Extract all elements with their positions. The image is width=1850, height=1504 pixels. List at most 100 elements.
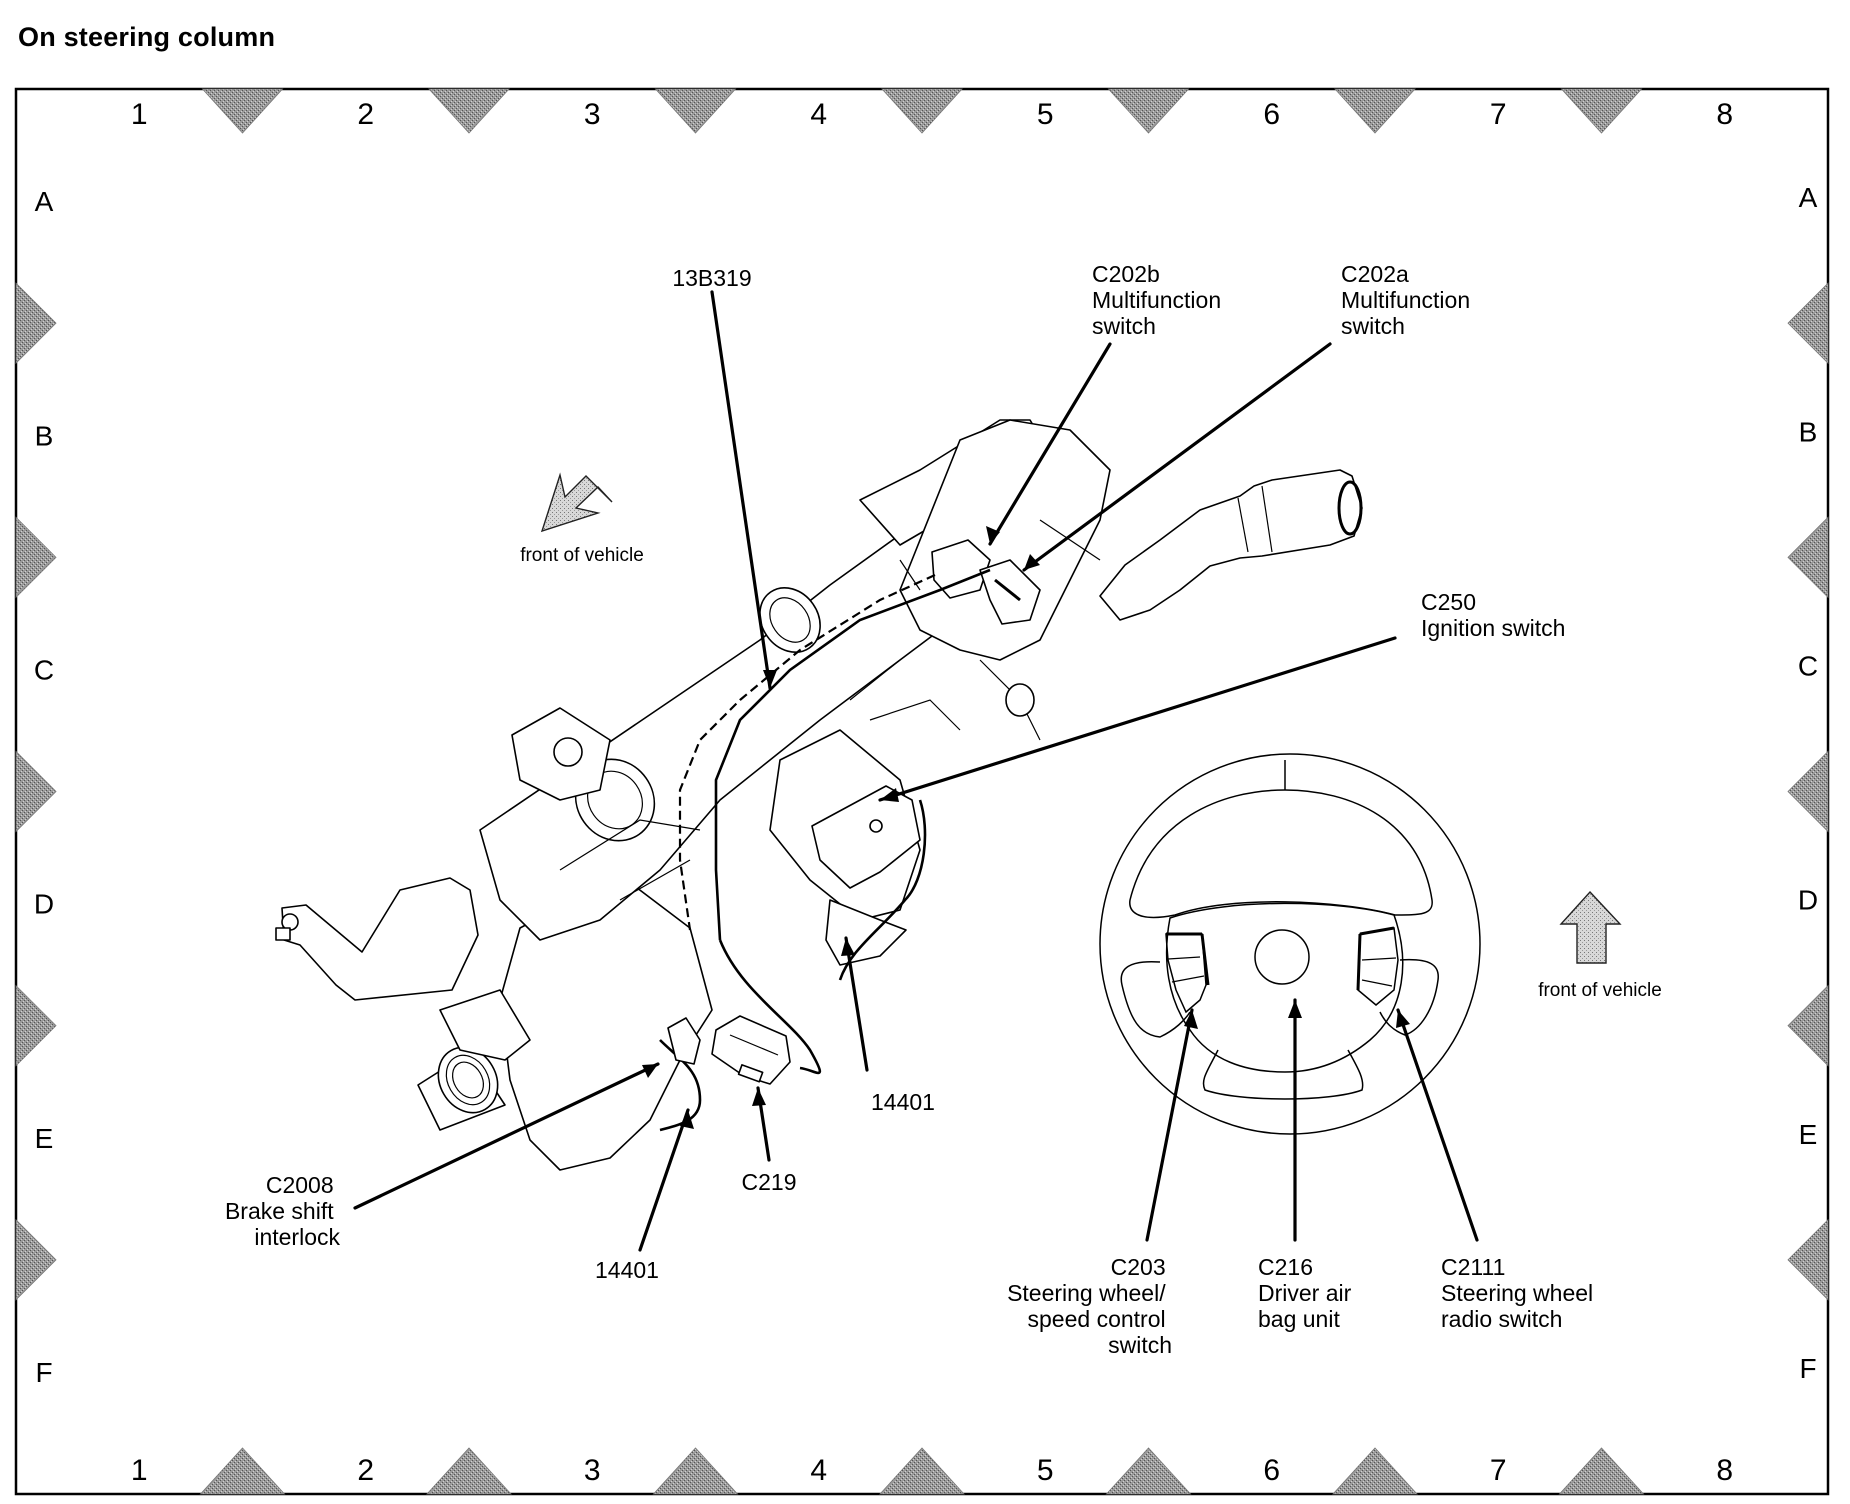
grid-marker-top — [1560, 88, 1643, 134]
grid-marker-bottom — [1558, 1447, 1645, 1495]
callout-c2008: C2008 Brake shift interlock — [225, 1172, 341, 1250]
grid-marker-bottom — [1105, 1447, 1192, 1495]
page-title: On steering column — [18, 22, 276, 52]
grid-marker-top — [428, 88, 510, 134]
lower-column-housing — [499, 874, 713, 1171]
arrowhead-c250 — [880, 788, 899, 802]
grid-column-label-bottom: 2 — [357, 1454, 374, 1487]
grid-row-label-left: D — [34, 889, 54, 920]
grid-row-label-left: F — [35, 1357, 52, 1388]
grid-marker-bottom — [426, 1447, 512, 1495]
callout-c2111: C2111 Steering wheel radio switch — [1441, 1254, 1600, 1332]
grid-marker-bottom — [1332, 1447, 1418, 1495]
gear-plate — [439, 989, 531, 1061]
leader-c250 — [878, 636, 1397, 802]
grid-column-label-top: 7 — [1490, 98, 1507, 131]
grid-row-label-right: A — [1799, 182, 1818, 213]
grid-row-label-right: E — [1799, 1119, 1818, 1150]
arrow-down-left-icon — [540, 472, 613, 533]
callout-c216: C216 Driver air bag unit — [1258, 1254, 1358, 1332]
grid-marker-bottom — [879, 1447, 965, 1495]
connector-c219 — [711, 1015, 791, 1085]
grid-column-label-top: 2 — [357, 98, 374, 131]
grid-column-label-top: 4 — [810, 98, 827, 131]
grid-marker-right — [1787, 984, 1829, 1067]
left-spoke-opening — [1120, 960, 1191, 1038]
grid-column-label-bottom: 1 — [131, 1454, 148, 1487]
steering-column-illustration — [275, 419, 1363, 1171]
multifunction-housing — [899, 419, 1111, 661]
grid-column-label-bottom: 3 — [584, 1454, 601, 1487]
multifunction-lever — [1099, 469, 1363, 621]
arrowhead-c202a — [1024, 554, 1040, 570]
grid-marker-right — [1787, 516, 1829, 599]
leader-14401-right — [844, 936, 869, 1072]
grid-row-label-right: F — [1799, 1353, 1816, 1384]
wheel-rim-outer — [1099, 753, 1481, 1135]
wheel-hub — [1165, 902, 1404, 1073]
pedal-bracket — [281, 877, 479, 1001]
grid-marker-top — [654, 88, 737, 134]
grid-marker-bottom — [199, 1447, 286, 1495]
harness-sheath — [714, 568, 991, 941]
leader-c203 — [1145, 1008, 1194, 1242]
arrow-up-icon — [1559, 890, 1622, 964]
callout-c250: C250 Ignition switch — [1421, 589, 1565, 641]
callout-14401-right: 14401 — [871, 1089, 935, 1115]
connector-c2008 — [667, 1017, 701, 1065]
callout-labels: 13B319 C202b Multifunction switch C202a … — [225, 261, 1600, 1358]
callout-14401-left: 14401 — [595, 1257, 659, 1283]
grid-column-label-top: 6 — [1263, 98, 1280, 131]
front-of-vehicle-label-left: front of vehicle — [520, 545, 644, 566]
callout-c202a: C202a Multifunction switch — [1341, 261, 1477, 339]
callout-c203: C203 Steering wheel/ speed control switc… — [1007, 1254, 1172, 1358]
grid-marker-left — [15, 1218, 57, 1301]
grid-column-label-top: 5 — [1037, 98, 1054, 131]
grid-row-label-left: A — [35, 186, 54, 217]
grid-marker-top — [881, 88, 963, 134]
grid-marker-right — [1787, 282, 1829, 365]
radio-switch-pack — [1357, 927, 1399, 1006]
grid-row-label-left: E — [35, 1123, 54, 1154]
leader-c2008 — [353, 1062, 660, 1210]
lever-end-cap — [1337, 480, 1363, 536]
grid-column-label-bottom: 7 — [1490, 1454, 1507, 1487]
leader-lines — [353, 290, 1479, 1252]
grid-marker-top — [201, 88, 284, 134]
arrowhead-c219 — [752, 1088, 766, 1106]
grid-row-label-right: D — [1798, 885, 1818, 916]
arrowhead-c202b — [986, 526, 1000, 544]
leader-c202b — [988, 342, 1112, 546]
grid-column-label-top: 8 — [1716, 98, 1733, 131]
grid-marker-left — [15, 282, 57, 365]
bottom-spoke-opening — [1202, 1049, 1364, 1100]
arrowhead-13b319 — [763, 670, 777, 688]
front-of-vehicle-label-right: front of vehicle — [1538, 980, 1662, 1001]
grid-column-label-top: 1 — [131, 98, 148, 131]
grid-markers — [15, 88, 1829, 1495]
arrowhead-c203 — [1184, 1010, 1198, 1029]
arrowhead-c2111 — [1396, 1010, 1410, 1028]
wiring-harness-14401 — [718, 939, 822, 1075]
arrowhead-c216 — [1288, 1000, 1302, 1018]
leader-c202a — [1022, 342, 1332, 572]
grid-column-label-bottom: 8 — [1716, 1454, 1733, 1487]
column-collar — [759, 587, 821, 653]
leader-14401-left — [638, 1108, 690, 1252]
grid-row-label-left: C — [34, 654, 54, 685]
wiring-harness-13b319 — [678, 573, 936, 931]
airbag-emblem — [1254, 929, 1310, 985]
arrowhead-c2008 — [642, 1064, 658, 1078]
front-of-vehicle-arrow-left: front of vehicle — [520, 472, 644, 566]
grid-marker-top — [1334, 88, 1416, 134]
wheel-rim-inner-top — [1129, 789, 1433, 919]
grid-column-label-top: 3 — [584, 98, 601, 131]
grid-row-label-right: B — [1799, 416, 1818, 447]
right-spoke-opening — [1379, 958, 1439, 1036]
ignition-connector-c250 — [811, 785, 921, 889]
grid-row-label-right: C — [1798, 650, 1818, 681]
steering-wheel-illustration — [1099, 753, 1481, 1135]
speed-control-switch-pack — [1165, 933, 1207, 1014]
